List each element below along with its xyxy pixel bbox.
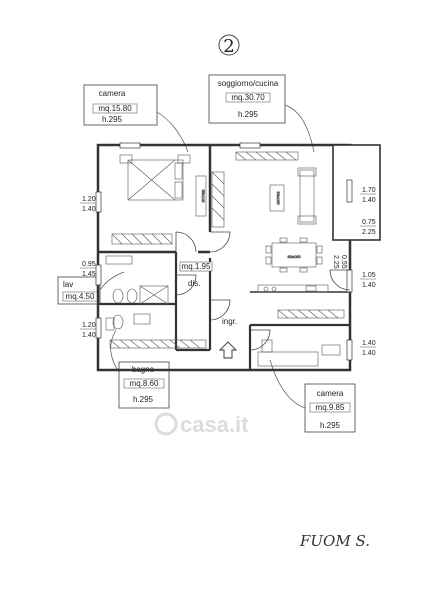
room-area: mq.15.80 (98, 104, 132, 113)
dim-bottom: 1.40 (82, 206, 96, 213)
label-lav: lav mq.4.50 (57, 276, 101, 305)
furniture: 55x110 90x160 80x160 (105, 151, 345, 367)
dim-bottom: 2.25 (332, 255, 339, 269)
dim-bottom: 1.40 (82, 332, 96, 339)
dim-bottom: 1.45 (82, 271, 96, 278)
watermark-text: casa.it (180, 412, 249, 437)
dim-top: 1.20 (82, 322, 96, 329)
room-area: mq.30.70 (231, 93, 265, 102)
label-camera-1: camera mq.15.80 h.295 (83, 84, 158, 126)
windows (95, 142, 353, 361)
dim-left-1: 1.20 1.40 (80, 196, 96, 213)
label-soggiorno: soggiorno/cucina mq.30.70 h.295 (208, 74, 286, 124)
room-name: camera (99, 89, 126, 98)
dim-right-1: 1.70 1.40 (360, 187, 376, 204)
room-area: mq.8.60 (130, 379, 159, 388)
room-height: h.295 (238, 110, 259, 119)
dim-right-2: 0.75 2.25 (360, 219, 376, 236)
walls (96, 143, 381, 372)
bed (127, 159, 184, 201)
dis-label: mq.1.95 dis. (179, 261, 213, 288)
room-height: h.295 (320, 421, 341, 430)
dim-bottom: 1.40 (362, 282, 376, 289)
dim-bottom: 1.40 (362, 197, 376, 204)
dim-bottom: 2.25 (362, 229, 376, 236)
watermark: casa.it (154, 412, 249, 437)
doors (175, 231, 351, 351)
dim-left-2: 0.95 1.45 (80, 261, 96, 278)
dim-top: 1.05 (362, 272, 376, 279)
table-size: 80x160 (287, 254, 301, 259)
wardrobe-size: 55x110 (201, 190, 206, 204)
room-area: mq.9.85 (316, 403, 345, 412)
dim-top: 1.40 (362, 340, 376, 347)
entrance-arrow-icon (218, 341, 238, 359)
sheet-number: 2 (223, 36, 234, 57)
dim-right-5: 1.40 1.40 (360, 340, 376, 357)
dim-top: 0.75 (362, 219, 376, 226)
signature: FUOM S. (299, 532, 370, 550)
room-height: h.295 (133, 395, 154, 404)
room-name: lav (63, 280, 73, 289)
dim-left-3: 1.20 1.40 (80, 322, 96, 339)
dim-top: 0.95 (82, 261, 96, 268)
room-area: mq.4.50 (66, 292, 95, 301)
ingr-label: ingr. (222, 317, 237, 326)
dim-right-3: 0.55 2.25 (332, 255, 347, 269)
dim-bottom: 1.40 (362, 350, 376, 357)
sheet-number-circle (218, 34, 240, 56)
room-name: soggiorno/cucina (218, 79, 279, 88)
dis-name: dis. (188, 279, 200, 288)
dim-top: 0.55 (340, 255, 347, 269)
room-name: camera (317, 389, 344, 398)
dim-top: 1.20 (82, 196, 96, 203)
dis-area: mq.1.95 (182, 262, 211, 271)
sofa-size: 90x160 (276, 191, 281, 205)
dim-top: 1.70 (362, 187, 376, 194)
room-height: h.295 (102, 115, 123, 124)
label-camera-2: camera mq.9.85 h.295 (304, 383, 356, 433)
dim-right-4: 1.05 1.40 (360, 272, 376, 289)
